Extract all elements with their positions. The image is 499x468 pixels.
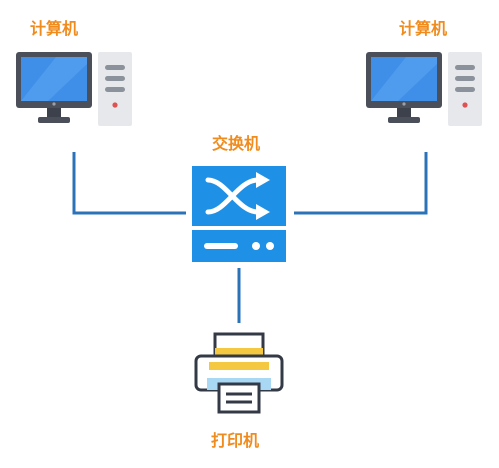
- left-computer-icon: [16, 52, 132, 126]
- switch-icon: [192, 166, 286, 262]
- right-computer-icon: [366, 52, 482, 126]
- printer-label: 打印机: [211, 431, 260, 450]
- switch-label: 交换机: [212, 134, 261, 153]
- right-computer-label: 计算机: [399, 19, 448, 38]
- left-computer-label: 计算机: [30, 19, 79, 38]
- printer-icon: [194, 332, 284, 414]
- link-left-computer-switch: [72, 152, 186, 215]
- link-right-computer-switch: [294, 152, 428, 215]
